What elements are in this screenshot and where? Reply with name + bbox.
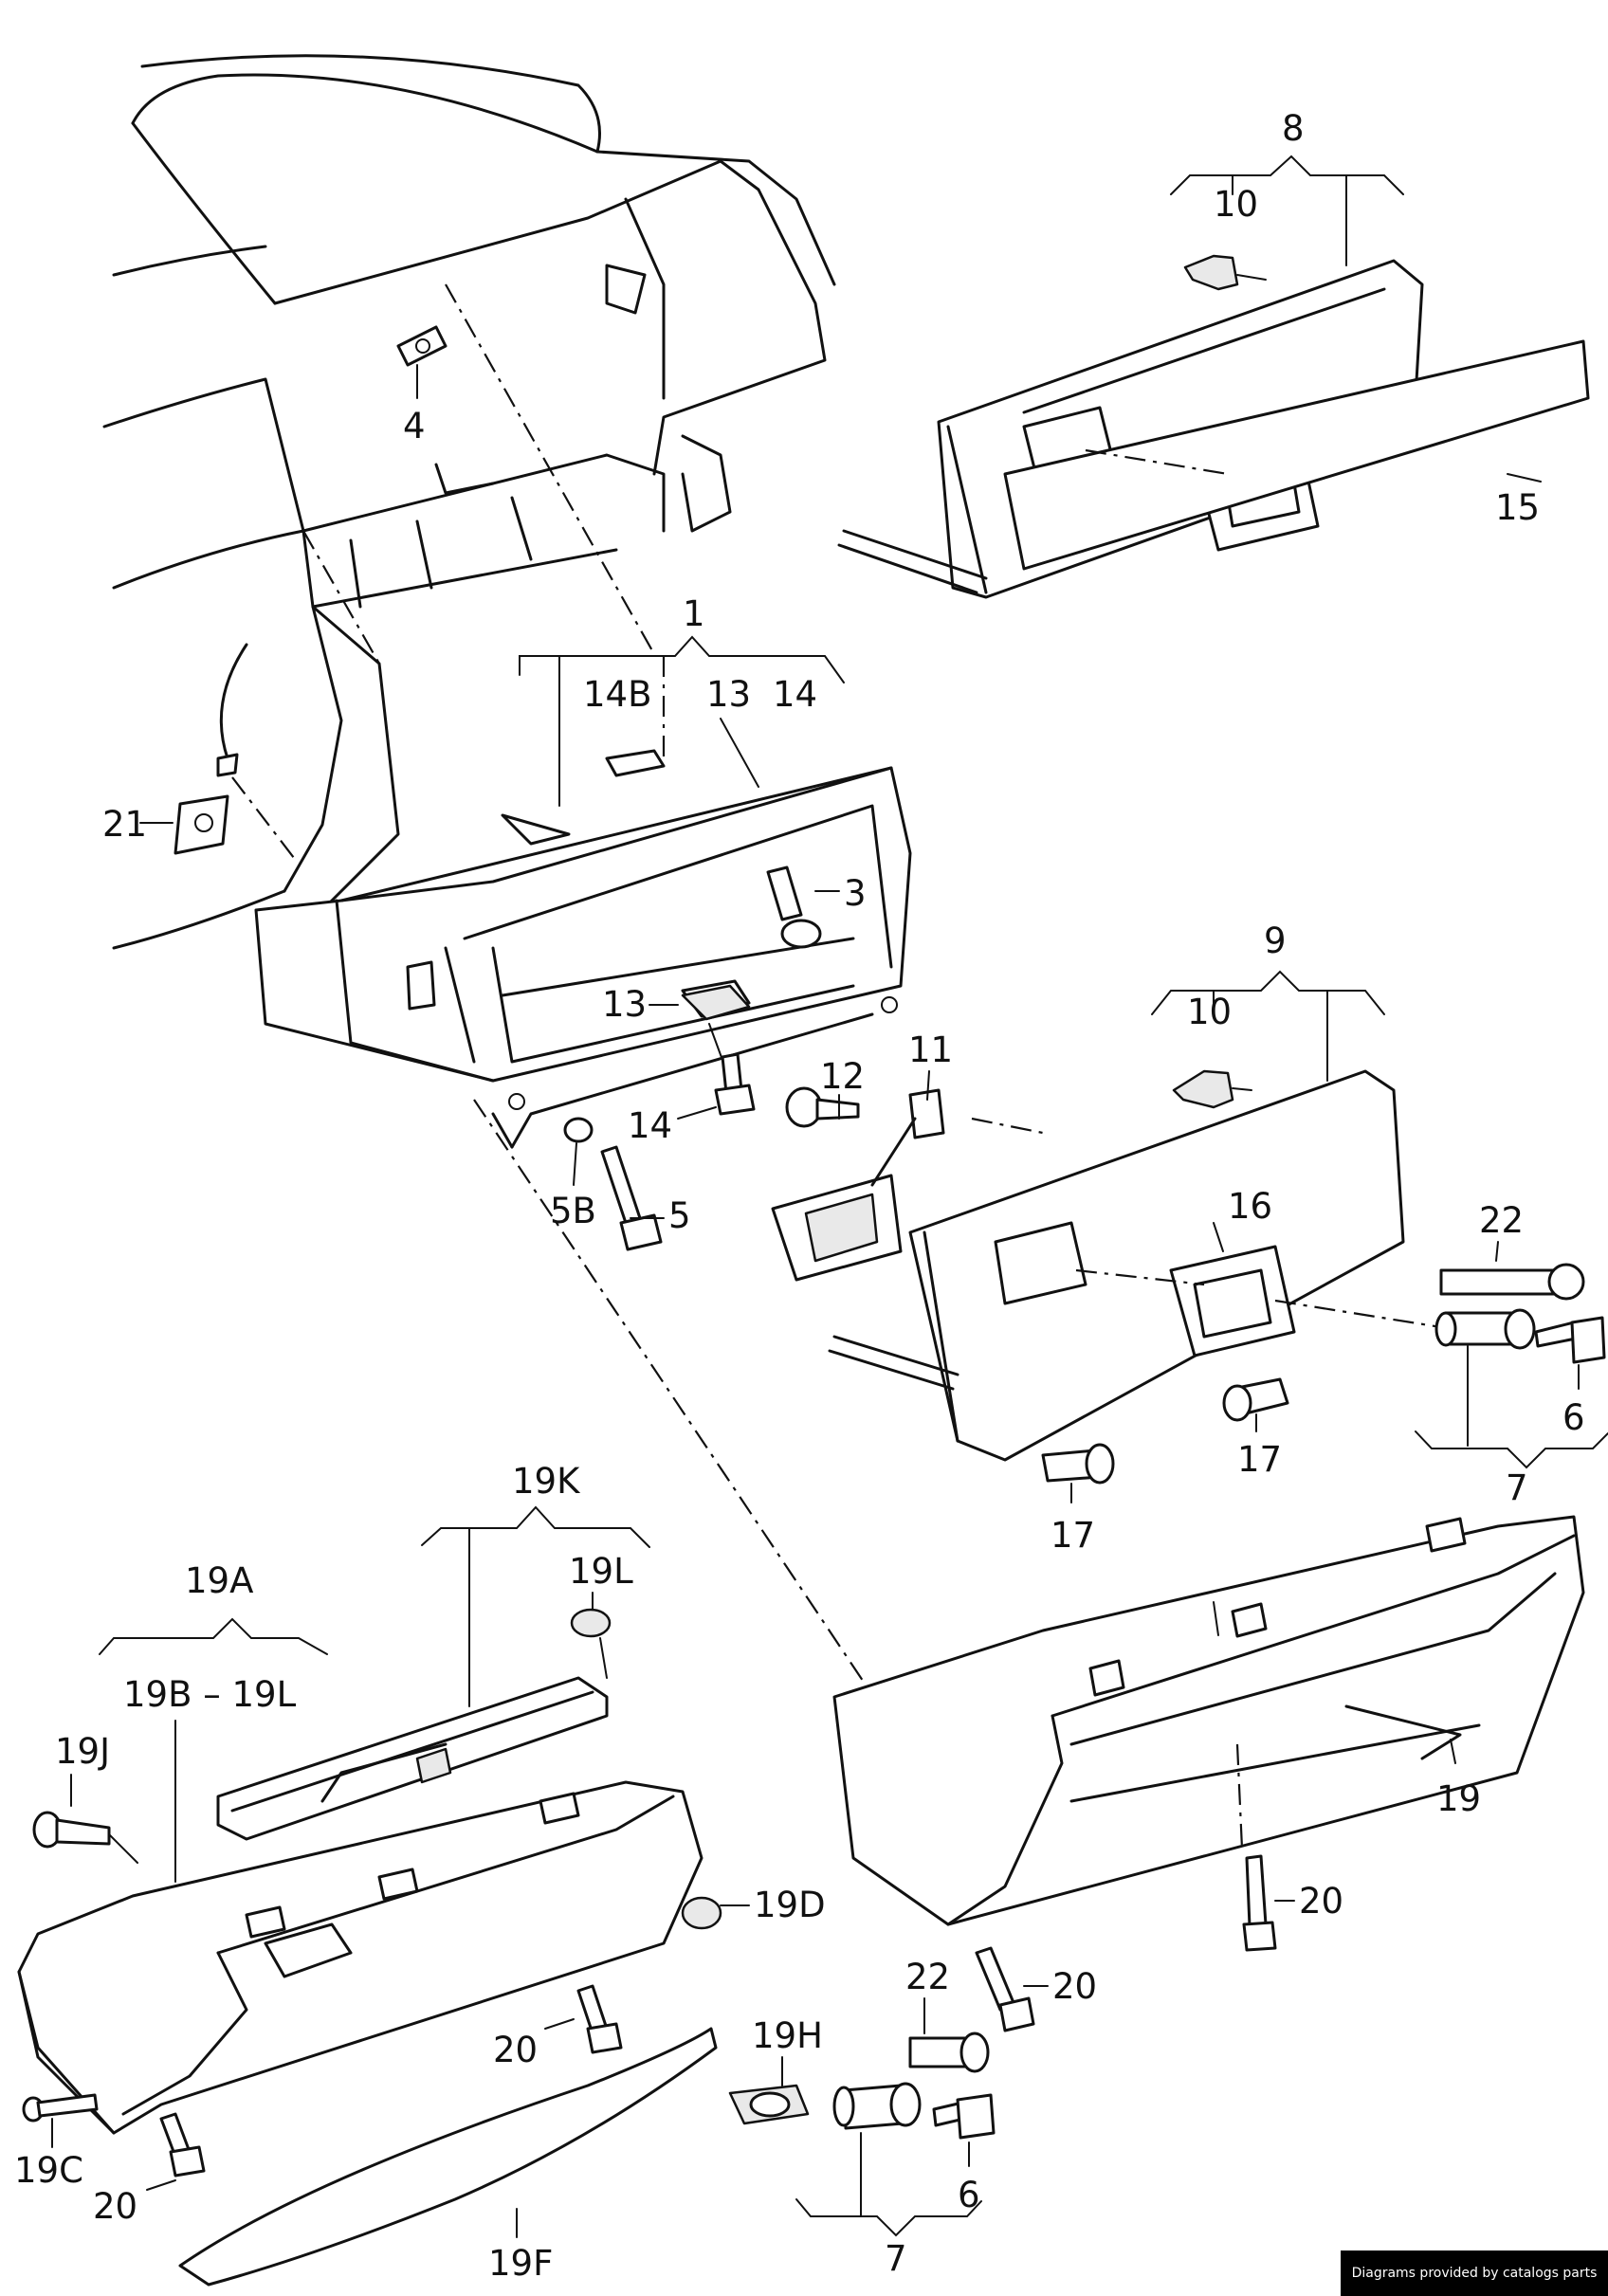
pin-17-bottom [1041,1443,1115,1485]
plug-19D [681,1896,722,1930]
callout-22-top: 22 [1479,1200,1524,1241]
callout-19: 19 [1436,1778,1481,1819]
flap-19F [178,2027,718,2287]
screw-3 [766,866,822,949]
bumper-10 [1172,1069,1234,1109]
callout-4: 4 [403,406,426,446]
callout-19H: 19H [752,2015,823,2056]
callout-19F: 19F [488,2243,553,2284]
callout-17-bottom: 17 [1051,1515,1095,1556]
screw-19J [32,1811,111,1849]
screw-20-bottom [159,2112,206,2178]
callout-20-bottom: 20 [93,2186,137,2227]
callout-16: 16 [1228,1186,1272,1227]
callout-20-right: 20 [1299,1881,1343,1922]
callout-19A: 19A [185,1560,253,1601]
callout-19B-19L: 19B – 19L [123,1674,297,1715]
bracket-21 [174,753,239,855]
callout-6-bottom: 6 [958,2175,980,2215]
callout-21: 21 [102,804,147,845]
pin-22-bottom [908,2032,990,2073]
washer-5B [563,1117,594,1143]
callout-19C: 19C [14,2150,83,2191]
bumper-10-top [1183,254,1239,291]
callout-5: 5 [668,1195,691,1236]
plug-19L [570,1608,612,1638]
screw-20-right [1242,1854,1277,1952]
screw-20-left [576,1984,623,2054]
callout-13-top: 13 [706,674,751,715]
callout-19K: 19K [512,1461,581,1502]
screw-19C [22,2093,99,2123]
glovebox-19A [17,1780,704,2135]
callout-10: 10 [1187,992,1232,1032]
latch-11 [771,1088,945,1282]
callout-3: 3 [844,873,867,914]
callout-6-top: 6 [1562,1397,1585,1438]
glovebox-housing-drawing [254,749,912,1149]
pin-17-right [1222,1377,1289,1422]
screw-12 [785,1086,860,1128]
callout-22-bottom: 22 [905,1957,950,1997]
lock-cylinder-bottom [832,2082,922,2130]
clip-13 [681,984,751,1021]
dashboard-drawing [102,54,836,950]
pin-22-top [1439,1263,1585,1301]
callout-13: 13 [602,984,647,1025]
callout-20-center: 20 [1052,1966,1097,2007]
callout-7-top: 7 [1506,1467,1528,1508]
callout-19D: 19D [754,1885,826,1925]
bumper-19H [728,2084,810,2125]
screw-20-center [975,1946,1035,2032]
callout-5B: 5B [550,1191,596,1231]
lock-cylinder-top [1434,1308,1536,1350]
callout-11: 11 [908,1030,953,1070]
key-6-bottom [932,2093,996,2140]
glovebox-19 [832,1515,1585,1926]
bolt-14 [714,1052,756,1116]
callout-15: 15 [1495,487,1540,528]
callout-14-top: 14 [773,674,817,715]
diagram-credit: Diagrams provided by catalogs parts [1341,2250,1608,2296]
callout-14B: 14B [583,674,651,715]
trim-strip-19K [216,1676,609,1841]
callout-19L: 19L [569,1551,633,1592]
callout-12: 12 [820,1056,865,1097]
callout-8: 8 [1282,108,1305,149]
callout-1: 1 [683,593,705,634]
key-6-top [1534,1316,1606,1364]
callout-20-left: 20 [493,2030,538,2070]
callout-7-bottom: 7 [885,2238,907,2279]
callout-14: 14 [628,1105,672,1146]
glovebox-lid-9 [828,1069,1405,1462]
callout-19J: 19J [55,1731,110,1772]
callout-10-top: 10 [1214,184,1258,225]
callout-17-right: 17 [1237,1439,1282,1480]
screw-5 [600,1145,663,1251]
glovebox-lid-8 [837,259,1590,599]
callout-9: 9 [1264,920,1287,961]
